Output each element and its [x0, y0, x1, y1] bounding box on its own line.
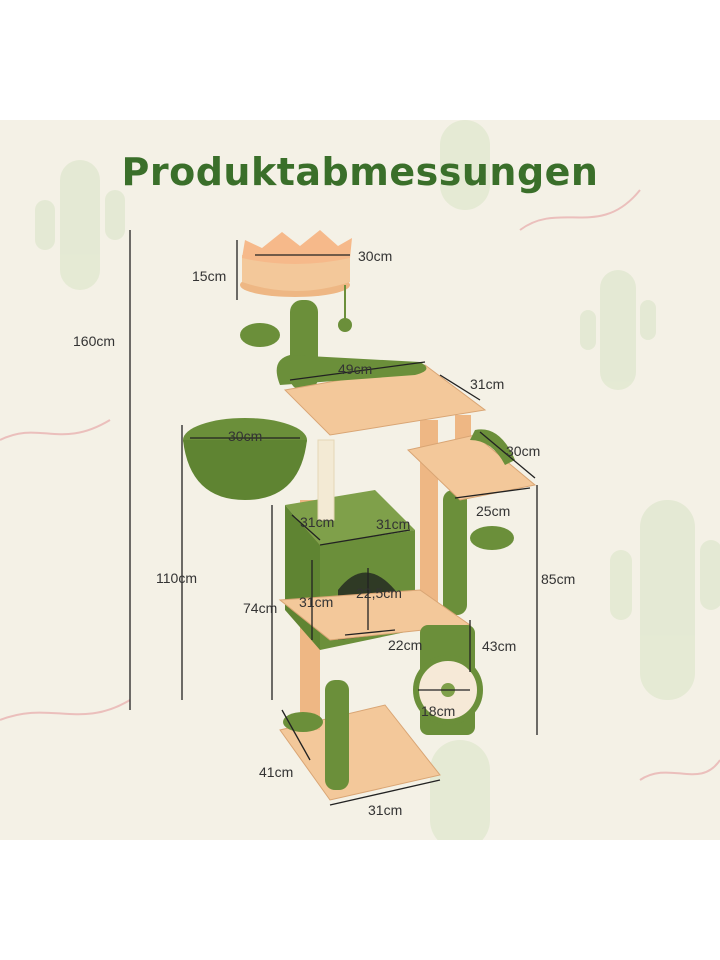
page-title: Produktabmessungen	[121, 150, 599, 194]
dim-condo-width: 31cm	[376, 516, 411, 532]
dim-top-bowl-height: 15cm	[192, 268, 227, 284]
side-platform	[406, 434, 537, 501]
base-cactus-post	[325, 680, 349, 790]
hanging-ball	[338, 318, 352, 332]
dim-side-platform-depth: 25cm	[476, 503, 511, 519]
dim-ring-diameter: 18cm	[421, 703, 456, 719]
dim-condo-height: 31cm	[299, 594, 334, 610]
middle-cactus-arm	[470, 526, 514, 550]
top-cactus-arm	[240, 323, 280, 347]
background-cactus-decor	[0, 120, 720, 840]
dim-total-height: 160cm	[73, 333, 116, 349]
dim-condo-depth: 31cm	[300, 514, 335, 530]
middle-cactus-post	[443, 490, 467, 615]
dim-platform-depth: 31cm	[470, 376, 505, 392]
base-cactus-arm	[283, 712, 323, 732]
dim-hammock-width: 30cm	[228, 428, 263, 444]
top-bowl-body	[242, 255, 350, 291]
dim-condo-door-height: 22,5cm	[356, 585, 402, 601]
sisal-post	[317, 439, 335, 521]
dim-height-110: 110cm	[156, 570, 197, 586]
dim-height-74: 74cm	[243, 600, 278, 616]
side-platform-rim	[470, 429, 515, 465]
dim-height-43: 43cm	[482, 638, 517, 654]
top-platform-rim	[276, 355, 427, 385]
dim-base-depth: 41cm	[259, 764, 294, 780]
dim-side-platform-width: 30cm	[506, 443, 541, 459]
dim-top-bowl-width: 30cm	[358, 248, 393, 264]
dim-base-width: 31cm	[368, 802, 403, 818]
top-bowl-petals	[242, 230, 352, 264]
dim-condo-door-width: 22cm	[388, 637, 423, 653]
dim-platform-width: 49cm	[338, 361, 373, 377]
dimension-lines	[129, 230, 538, 806]
hammock-basket	[183, 440, 307, 500]
dim-height-85: 85cm	[541, 571, 576, 587]
